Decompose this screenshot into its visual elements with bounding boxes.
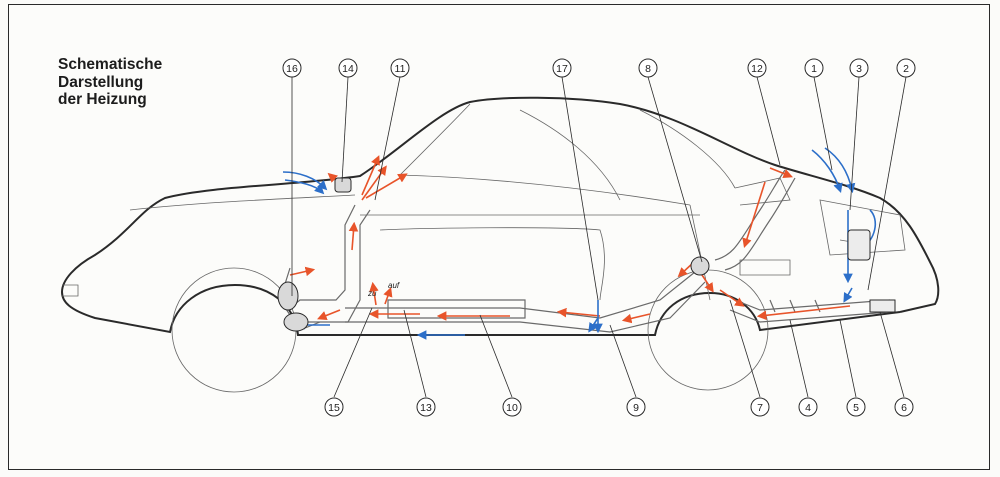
callout-13: 13 [420, 402, 432, 414]
callout-leaders [291, 76, 907, 398]
callout-9: 9 [633, 402, 639, 414]
callout-5: 5 [853, 402, 859, 414]
title-line-2: Darstellung [58, 73, 144, 91]
callout-11: 11 [395, 63, 406, 75]
title-line-3: der Heizung [58, 91, 147, 108]
callout-15: 15 [328, 402, 340, 414]
car-interior-lines [62, 103, 906, 393]
callout-8: 8 [645, 63, 651, 75]
callout-12: 12 [751, 63, 763, 75]
callout-17: 17 [556, 63, 568, 75]
callout-1: 1 [811, 63, 817, 75]
callout-2: 2 [903, 63, 909, 75]
title-line-1: Schematische [58, 56, 163, 73]
heater-components [277, 177, 896, 332]
callout-labels: 16 14 11 17 8 12 1 3 2 15 13 10 9 7 4 5 … [286, 63, 909, 414]
callout-14: 14 [342, 63, 354, 75]
callout-6: 6 [901, 402, 907, 414]
diagram-title: Schematische Darstellung der Heizung [58, 56, 162, 109]
callout-circles [282, 58, 916, 417]
callout-3: 3 [856, 63, 862, 75]
callout-16: 16 [286, 63, 298, 75]
annotation-zu: zu [367, 289, 377, 298]
callout-4: 4 [805, 402, 811, 414]
callout-7: 7 [757, 402, 763, 414]
annotation-auf: auf [388, 281, 400, 290]
callout-10: 10 [506, 402, 518, 414]
heating-ducts [279, 169, 891, 333]
cold-air-flow [282, 147, 877, 340]
